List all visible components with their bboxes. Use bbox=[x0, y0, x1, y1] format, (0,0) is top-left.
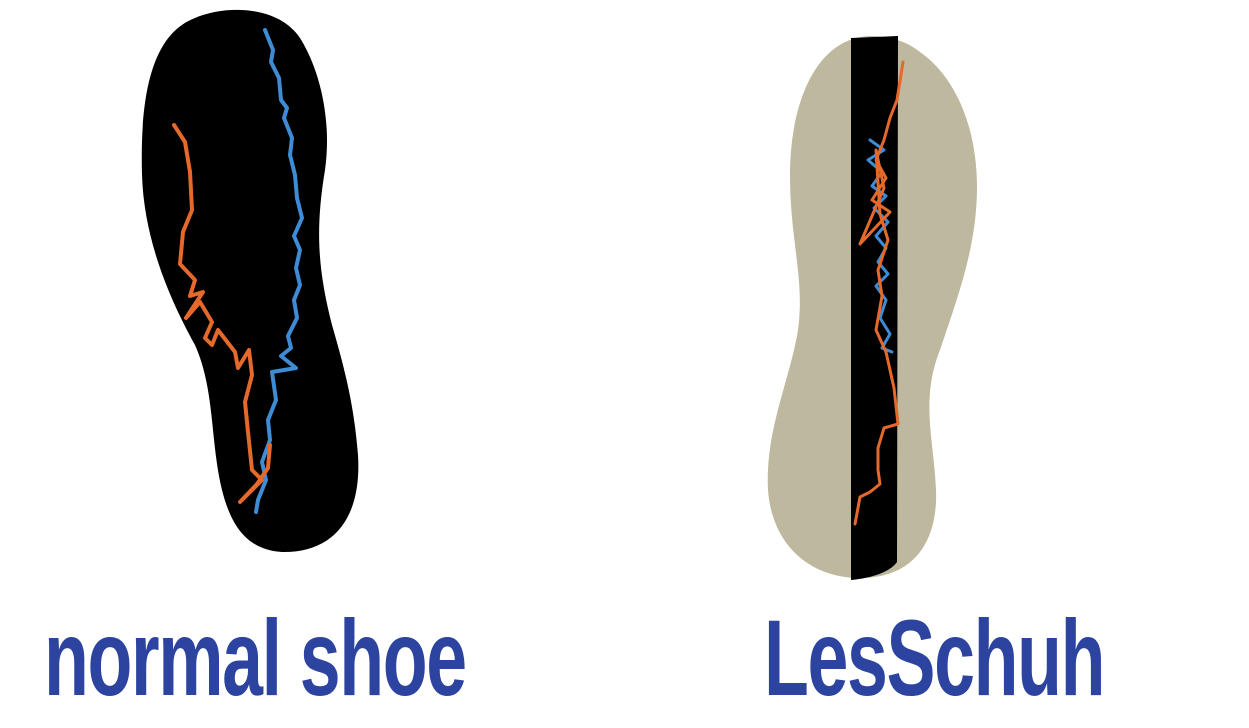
lesschuh-figure bbox=[620, 0, 1249, 600]
normal-shoe-figure bbox=[0, 0, 620, 600]
normal-shoe-sole bbox=[142, 10, 359, 552]
lesschuh-caption: LesSchuh bbox=[764, 604, 1104, 712]
normal-shoe-caption: normal shoe bbox=[44, 604, 466, 712]
lesschuh-panel: LesSchuh bbox=[620, 0, 1249, 728]
normal-shoe-panel: normal shoe bbox=[0, 0, 620, 728]
